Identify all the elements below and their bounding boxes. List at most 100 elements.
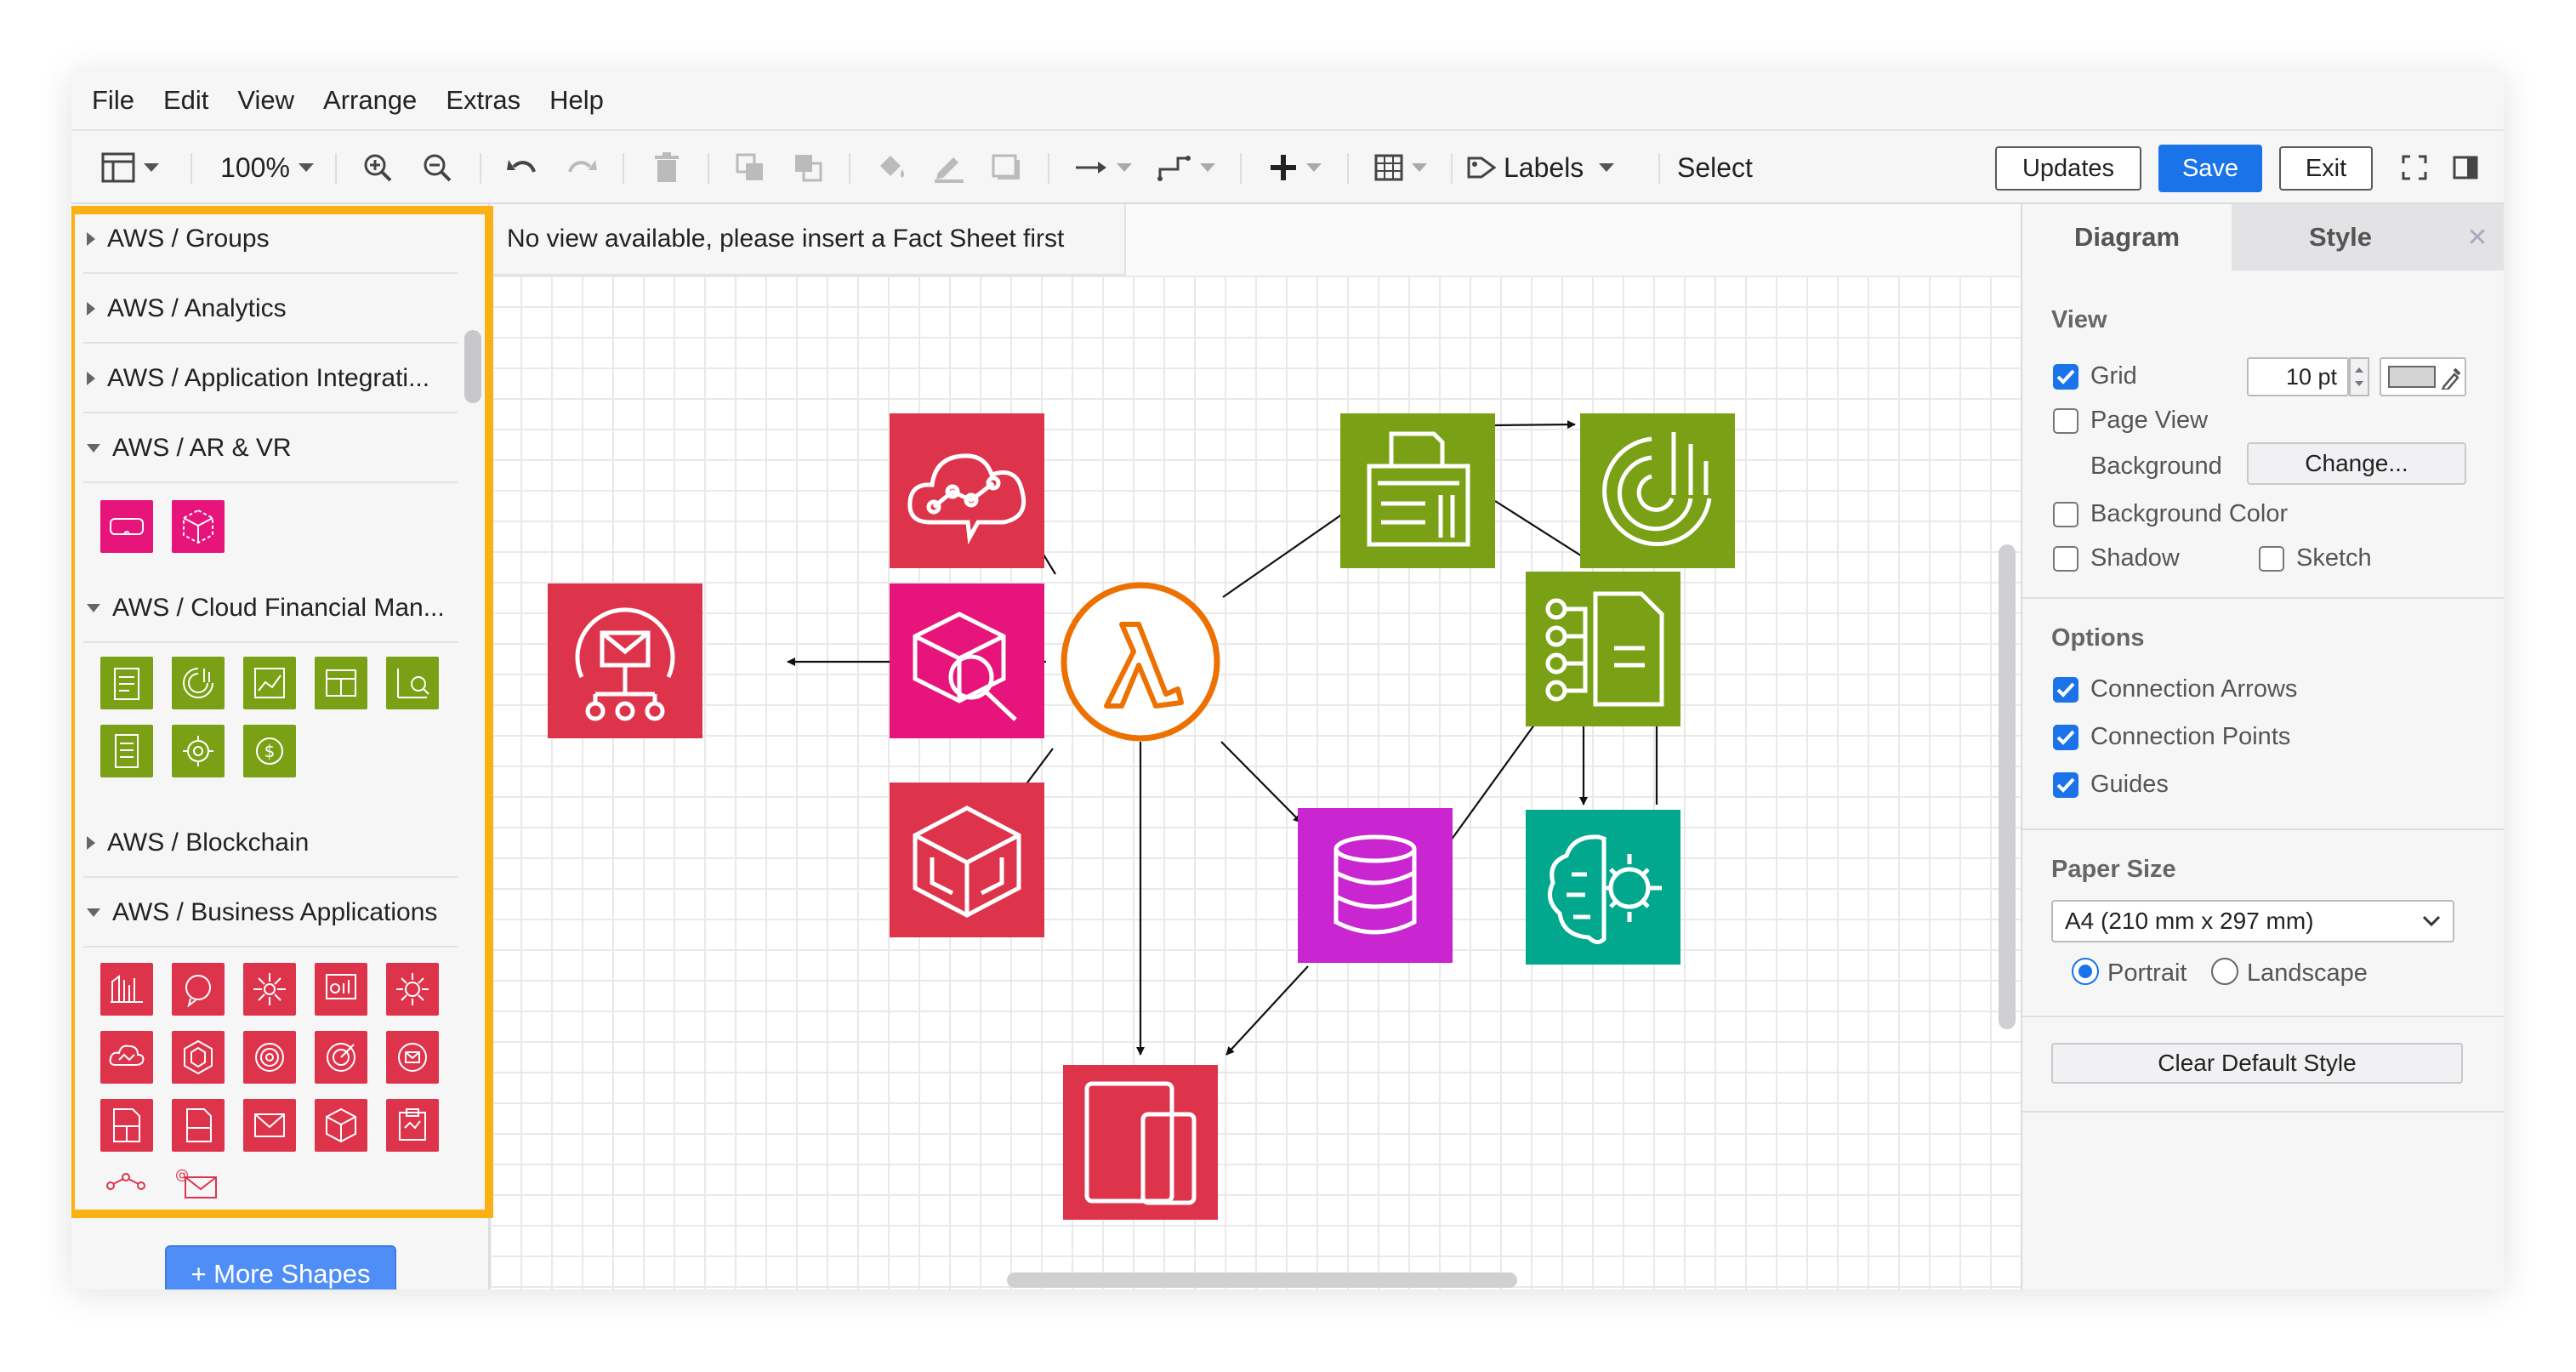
insert-dropdown[interactable] bbox=[1257, 131, 1333, 204]
shape-cost-explorer-icon[interactable] bbox=[172, 657, 225, 709]
shape-document-icon[interactable] bbox=[172, 1099, 225, 1152]
node-billing-icon[interactable] bbox=[1340, 413, 1495, 568]
shape-mail-circle-icon[interactable] bbox=[386, 1031, 439, 1084]
edge-billing-to-explorer[interactable] bbox=[1494, 420, 1576, 430]
background-color-checkbox[interactable] bbox=[2053, 502, 2078, 527]
shape-starburst-icon[interactable] bbox=[243, 963, 296, 1016]
node-box-icon[interactable] bbox=[890, 783, 1044, 937]
menu-help[interactable]: Help bbox=[549, 85, 604, 115]
sidebar-scrollbar[interactable] bbox=[464, 330, 481, 403]
category-aws-application-integration[interactable]: AWS / Application Integrati... bbox=[83, 345, 458, 413]
fill-color-button[interactable] bbox=[866, 131, 917, 204]
exit-button[interactable]: Exit bbox=[2279, 146, 2373, 191]
canvas-horizontal-scrollbar[interactable] bbox=[1007, 1272, 1517, 1288]
waypoints-dropdown[interactable] bbox=[1148, 131, 1225, 204]
save-button[interactable]: Save bbox=[2158, 145, 2262, 192]
menu-view[interactable]: View bbox=[237, 85, 295, 115]
menu-arrange[interactable]: Arrange bbox=[323, 85, 418, 115]
shape-network-icon[interactable] bbox=[100, 1169, 153, 1199]
edge-billing-to-process[interactable] bbox=[1494, 500, 1596, 566]
category-aws-business-applications[interactable]: AWS / Business Applications bbox=[83, 880, 458, 948]
shadow-checkbox[interactable] bbox=[2053, 546, 2078, 572]
shape-hexagon-icon[interactable] bbox=[172, 1031, 225, 1084]
shape-workmail-icon[interactable] bbox=[243, 1099, 296, 1152]
shape-savings-plans-icon[interactable] bbox=[386, 657, 439, 709]
shape-ar-cube-icon[interactable] bbox=[172, 500, 225, 553]
format-panel-toggle-button[interactable] bbox=[92, 131, 168, 204]
more-shapes-button[interactable]: + More Shapes bbox=[165, 1245, 396, 1289]
to-back-button[interactable] bbox=[782, 131, 833, 204]
shape-billing-icon[interactable] bbox=[100, 657, 153, 709]
shape-cost-report-icon[interactable] bbox=[243, 657, 296, 709]
table-dropdown[interactable] bbox=[1362, 131, 1439, 204]
node-lambda-icon[interactable] bbox=[1061, 582, 1220, 742]
node-devices-icon[interactable] bbox=[1063, 1065, 1218, 1220]
menu-extras[interactable]: Extras bbox=[446, 85, 521, 115]
grid-checkbox[interactable] bbox=[2053, 364, 2078, 390]
portrait-radio[interactable] bbox=[2072, 958, 2099, 985]
shape-chime-icon[interactable] bbox=[172, 963, 225, 1016]
node-cube-search-icon[interactable] bbox=[890, 584, 1044, 738]
shadow-button[interactable] bbox=[981, 131, 1032, 204]
paper-size-select[interactable]: A4 (210 mm x 297 mm) bbox=[2051, 900, 2454, 942]
shape-box-icon[interactable] bbox=[315, 1099, 367, 1152]
connection-arrows-checkbox[interactable] bbox=[2053, 677, 2078, 703]
category-aws-cloud-financial-management[interactable]: AWS / Cloud Financial Man... bbox=[83, 575, 458, 643]
shape-reserved-instance-icon[interactable] bbox=[100, 725, 153, 777]
connection-points-checkbox[interactable] bbox=[2053, 725, 2078, 750]
redo-button[interactable] bbox=[556, 131, 607, 204]
menu-edit[interactable]: Edit bbox=[162, 85, 209, 115]
grid-size-input[interactable]: 10 pt bbox=[2247, 357, 2349, 396]
shape-email-icon[interactable]: @ bbox=[172, 1165, 225, 1199]
zoom-out-button[interactable] bbox=[412, 131, 463, 204]
fullscreen-button[interactable] bbox=[2393, 131, 2436, 204]
category-aws-blockchain[interactable]: AWS / Blockchain bbox=[83, 810, 458, 878]
sketch-checkbox[interactable] bbox=[2259, 546, 2284, 572]
landscape-radio[interactable] bbox=[2211, 958, 2238, 985]
shape-vr-headset-icon[interactable] bbox=[100, 500, 153, 553]
close-panel-button[interactable]: ✕ bbox=[2449, 204, 2504, 270]
category-aws-groups[interactable]: AWS / Groups bbox=[83, 206, 458, 274]
edge-database-to-devices[interactable] bbox=[1225, 965, 1309, 1056]
tab-style[interactable]: Style bbox=[2232, 204, 2449, 270]
zoom-dropdown[interactable]: 100% bbox=[208, 131, 327, 204]
change-background-button[interactable]: Change... bbox=[2247, 442, 2466, 485]
to-front-button[interactable] bbox=[725, 131, 776, 204]
canvas-grid[interactable] bbox=[490, 276, 2021, 1289]
page-view-checkbox[interactable] bbox=[2053, 408, 2078, 434]
guides-checkbox[interactable] bbox=[2053, 772, 2078, 798]
category-aws-analytics[interactable]: AWS / Analytics bbox=[83, 276, 458, 344]
shape-clipboard-icon[interactable] bbox=[386, 1099, 439, 1152]
shape-cost-money-icon[interactable]: $ bbox=[243, 725, 296, 777]
tab-diagram[interactable]: Diagram bbox=[2022, 204, 2232, 270]
node-ai-gear-icon[interactable] bbox=[1526, 810, 1680, 965]
menu-file[interactable]: File bbox=[92, 85, 134, 115]
shape-target-icon[interactable] bbox=[243, 1031, 296, 1084]
canvas-vertical-scrollbar[interactable] bbox=[1999, 544, 2016, 1029]
node-process-document-icon[interactable] bbox=[1526, 572, 1680, 726]
node-database-icon[interactable] bbox=[1298, 808, 1453, 963]
shape-business-chart-icon[interactable] bbox=[100, 963, 153, 1016]
edge-lambda-to-database[interactable] bbox=[1220, 741, 1302, 823]
undo-button[interactable] bbox=[497, 131, 548, 204]
grid-size-stepper[interactable] bbox=[2349, 357, 2369, 396]
line-color-button[interactable] bbox=[924, 131, 975, 204]
select-mode-button[interactable]: Select bbox=[1677, 131, 1779, 204]
connection-style-dropdown[interactable] bbox=[1065, 131, 1141, 204]
node-cost-explorer-icon[interactable] bbox=[1580, 413, 1735, 568]
node-cloud-analytics-icon[interactable] bbox=[890, 413, 1044, 568]
clear-default-style-button[interactable]: Clear Default Style bbox=[2051, 1043, 2463, 1084]
diagram-canvas[interactable]: No view available, please insert a Fact … bbox=[490, 204, 2021, 1289]
shape-workdocs-icon[interactable] bbox=[100, 1099, 153, 1152]
updates-button[interactable]: Updates bbox=[1995, 146, 2141, 191]
category-aws-ar-vr[interactable]: AWS / AR & VR bbox=[83, 415, 458, 483]
shape-pinpoint-icon[interactable] bbox=[315, 1031, 367, 1084]
shape-cloud-network-icon[interactable] bbox=[100, 1031, 153, 1084]
delete-button[interactable] bbox=[641, 131, 692, 204]
grid-color-picker[interactable] bbox=[2380, 357, 2466, 396]
shape-business-dashboard-icon[interactable] bbox=[315, 963, 367, 1016]
labels-dropdown[interactable]: Labels bbox=[1466, 131, 1636, 204]
shape-cost-gear-icon[interactable] bbox=[172, 725, 225, 777]
node-mail-network-icon[interactable] bbox=[548, 584, 702, 738]
zoom-in-button[interactable] bbox=[352, 131, 403, 204]
